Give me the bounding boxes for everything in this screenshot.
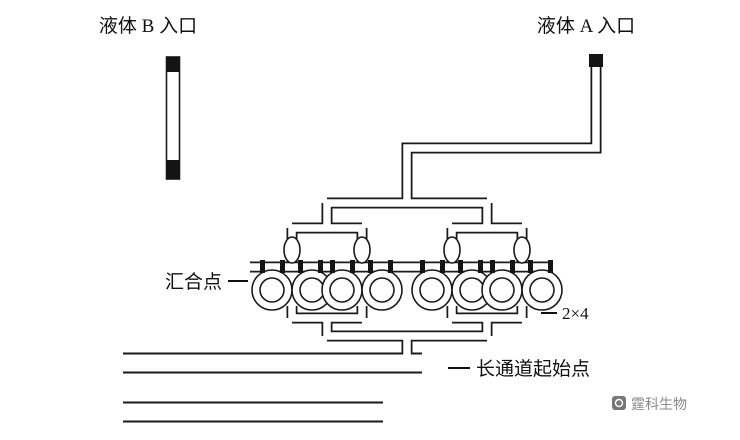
watermark: 霆科生物: [612, 396, 687, 413]
inlet-a-label: 液体 A 入口: [537, 15, 635, 37]
mixing-unit: [251, 236, 333, 311]
watermark-logo-icon: [612, 396, 626, 410]
mixing-unit-row: [251, 236, 563, 311]
mixer-network-bore: [250, 61, 600, 363]
mixing-unit: [411, 236, 493, 311]
grid-label: 2×4: [562, 304, 589, 323]
watermark-text: 霆科生物: [631, 397, 687, 413]
inlet-b-top-cap: [166, 57, 180, 72]
merge-point-label: 汇合点: [165, 271, 222, 293]
mixing-unit: [481, 236, 563, 311]
watermark-logo-glyph: [614, 398, 624, 408]
inlet-b-bottom-cap: [166, 160, 180, 179]
inlet-b-label: 液体 B 入口: [99, 15, 197, 37]
long-channel-start-label: 长通道起始点: [476, 358, 590, 380]
inlet-a-port-cap: [589, 54, 603, 67]
mixing-unit: [321, 236, 403, 311]
inlet-b-port: [165, 56, 181, 180]
long-channel-bore: [123, 354, 422, 421]
